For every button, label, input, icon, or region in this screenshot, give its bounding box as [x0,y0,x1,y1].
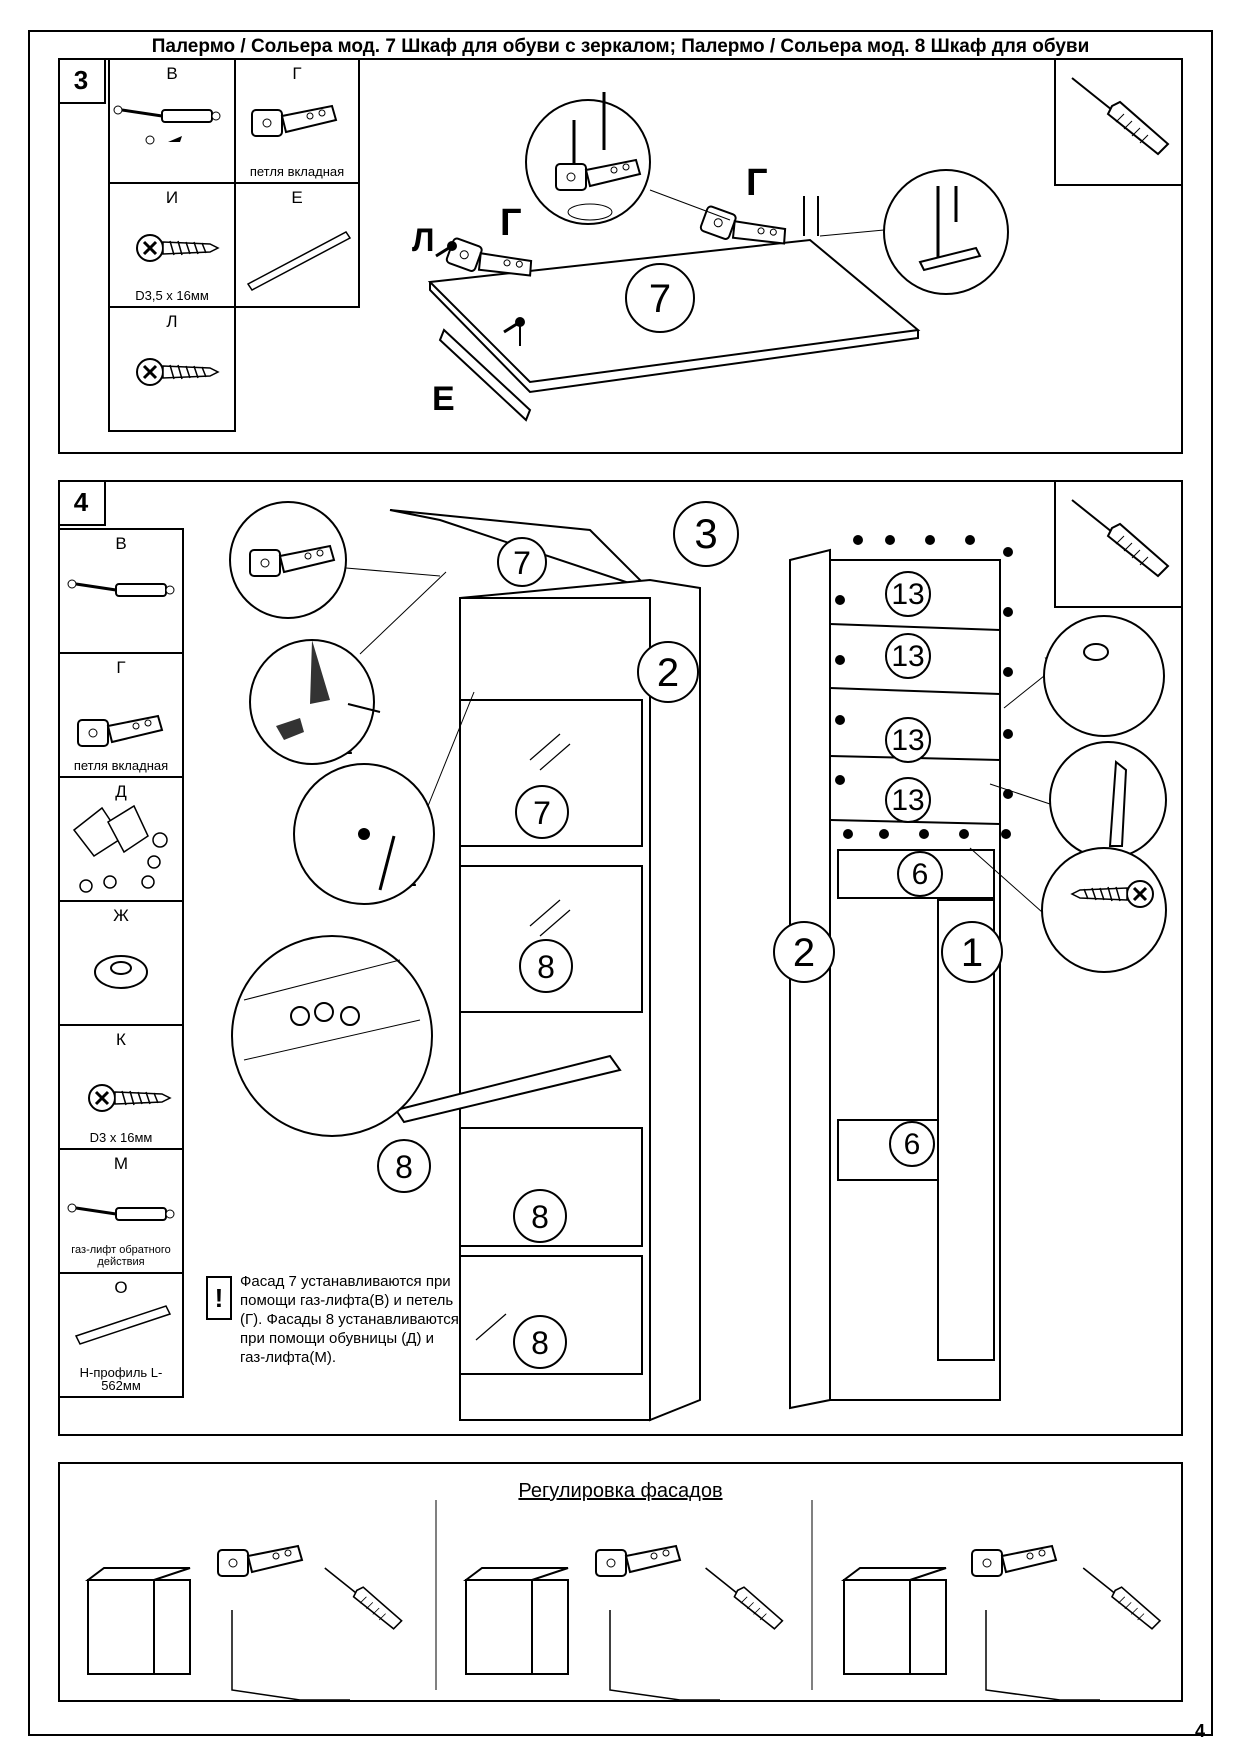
panel-label-8-c: 8 [531,1199,549,1235]
panel-label-3: 3 [694,510,717,557]
panel-label-8-a: 8 [537,949,555,985]
page-title: Палермо / Сольера мод. 7 Шкаф для обуви … [151,36,1090,57]
panel-label-7-top: 7 [513,545,531,581]
panel-label-6-a: 6 [912,858,929,891]
step4-part-g: Г петля вкладная [58,652,184,778]
warning-icon: ! [206,1276,232,1320]
panel-label-6-b: 6 [904,1128,921,1161]
adjustment-title: Регулировка фасадов [518,1480,723,1502]
step4-part-o: О Н-профиль L-562мм [58,1272,184,1398]
panel-label-1: 1 [961,931,983,975]
panel-label-2-right: 2 [793,931,815,975]
adjustment-panel [58,1462,1183,1702]
step4-number: 4 [58,480,106,526]
step3-number: 3 [58,58,106,104]
step3-callout-g2: Г [746,162,768,204]
step3-callout-g3: Г [500,202,522,244]
step3-callout-e: Е [432,380,455,418]
panel-label-13-a: 13 [891,578,924,611]
page-number: 4 [1194,1721,1205,1741]
step3-part-i: И D3,5 x 16мм [108,182,236,308]
step3-panel-label: 7 [649,277,671,321]
step4-part-k: К D3 x 16мм [58,1024,184,1150]
panel-label-7: 7 [533,795,551,831]
panel-label-13-d: 13 [891,784,924,817]
step4-note: Фасад 7 устанавливаются при помощи газ-л… [240,1273,459,1366]
panel-label-13-b: 13 [891,640,924,673]
panel-label-8-b: 8 [395,1149,413,1185]
panel-label-13-c: 13 [891,724,924,757]
step3-panel [58,58,1183,454]
panel-label-2-left: 2 [657,651,679,695]
step3-callout-l1: Л [412,222,435,258]
panel-label-8-d: 8 [531,1325,549,1361]
page-border [28,30,1213,1736]
